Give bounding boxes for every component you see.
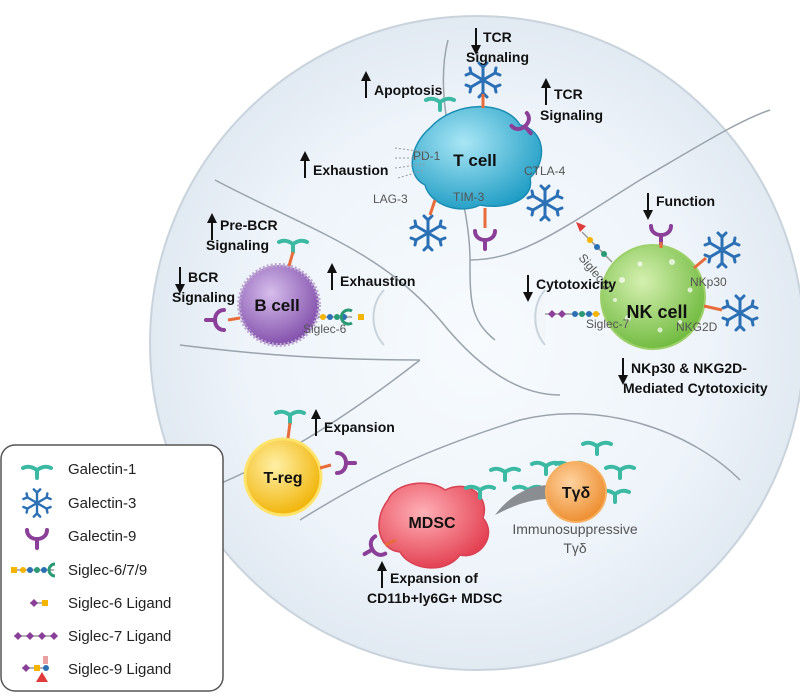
t-gamma-delta: Tγδ: [545, 461, 607, 523]
svg-text:Cytotoxicity: Cytotoxicity: [536, 276, 616, 292]
svg-text:BCR: BCR: [188, 269, 218, 285]
nkg2d-label: NKG2D: [676, 320, 718, 334]
svg-text:Expansion of: Expansion of: [390, 570, 478, 586]
legend-label: Siglec-7 Ligand: [68, 628, 171, 645]
svg-text:Exhaustion: Exhaustion: [340, 273, 415, 289]
cytotoxicity-effect: Cytotoxicity: [523, 275, 616, 302]
legend-label: Galectin-3: [68, 495, 136, 512]
legend-label: Siglec-6 Ligand: [68, 595, 171, 612]
ctla4-label: CTLA-4: [524, 164, 566, 178]
tgd-label: Tγδ: [562, 485, 591, 502]
tcr-signaling-top: TCR Signaling: [466, 28, 529, 65]
legend-label: Siglec-9 Ligand: [68, 661, 171, 678]
tim3-label: TIM-3: [453, 190, 485, 204]
legend-label: Siglec-6/7/9: [68, 562, 147, 579]
pd1-label: PD-1: [413, 149, 441, 163]
legend: Galectin-1 Galectin-3 Galectin-9 Siglec-…: [0, 444, 224, 692]
svg-text:TCR: TCR: [483, 29, 512, 45]
immunosuppressive-label: Immunosuppressive: [512, 521, 637, 537]
siglec-9-ligand-icon: [22, 656, 49, 682]
t-reg-label: T-reg: [263, 470, 302, 487]
svg-text:TCR: TCR: [554, 86, 583, 102]
siglec-6-ligand-icon: [30, 599, 48, 607]
nkp30-label: NKp30: [690, 275, 727, 289]
svg-text:Exhaustion: Exhaustion: [313, 162, 388, 178]
svg-text:Signaling: Signaling: [172, 289, 235, 305]
expansion-mdsc-effect: Expansion of CD11b+ly6G+ MDSC: [367, 561, 502, 606]
t-cell: T cell: [411, 105, 543, 210]
nk-cell-label: NK cell: [626, 302, 687, 322]
svg-text:Mediated Cytotoxicity: Mediated Cytotoxicity: [623, 380, 768, 396]
svg-text:Apoptosis: Apoptosis: [374, 82, 443, 98]
section-dividers: [179, 39, 771, 521]
function-effect: Function: [643, 193, 715, 220]
mdsc-label: MDSC: [408, 515, 456, 532]
b-cell-label: B cell: [254, 296, 299, 315]
siglec7-label: Siglec-7: [586, 317, 630, 331]
t-cell-label: T cell: [453, 151, 496, 170]
svg-text:NKp30 & NKG2D-: NKp30 & NKG2D-: [631, 360, 747, 376]
siglec-6-chain: [318, 308, 364, 326]
b-cell: B cell: [237, 263, 321, 347]
tcr-signaling-right: TCR Signaling: [540, 78, 603, 123]
nk-cell: NK cell: [600, 244, 706, 350]
bcr-effect: BCR Signaling: [172, 267, 235, 305]
svg-text:Pre-BCR: Pre-BCR: [220, 217, 278, 233]
background-circle: [149, 15, 800, 671]
apoptosis-effect: Apoptosis: [361, 71, 443, 98]
expansion-effect: Expansion: [311, 409, 395, 436]
lag3-label: LAG-3: [373, 192, 408, 206]
immunosuppressive-tgd-label: Tγδ: [563, 540, 587, 556]
svg-text:CD11b+ly6G+ MDSC: CD11b+ly6G+ MDSC: [367, 590, 502, 606]
siglec-7-ligand-icon: [14, 632, 58, 640]
siglec6-label: Siglec-6: [303, 322, 347, 336]
svg-text:Expansion: Expansion: [324, 419, 395, 435]
legend-label: Galectin-1: [68, 461, 136, 478]
nkp30-nkg2d-effect: NKp30 & NKG2D- Mediated Cytotoxicity: [618, 358, 768, 396]
siglec-7-chain: [545, 310, 600, 318]
svg-text:Signaling: Signaling: [540, 107, 603, 123]
svg-text:Signaling: Signaling: [206, 237, 269, 253]
mdsc: MDSC: [378, 482, 490, 569]
siglec-icon: [11, 562, 56, 578]
exhaustion-b-effect: Exhaustion: [327, 263, 415, 290]
t-reg: T-reg: [243, 437, 323, 517]
svg-text:Function: Function: [656, 193, 715, 209]
exhaustion-t-effect: Exhaustion: [300, 151, 388, 178]
siglec-9-chain: [576, 222, 613, 263]
svg-text:Signaling: Signaling: [466, 49, 529, 65]
pre-bcr-effect: Pre-BCR Signaling: [206, 213, 278, 253]
legend-label: Galectin-9: [68, 528, 136, 545]
